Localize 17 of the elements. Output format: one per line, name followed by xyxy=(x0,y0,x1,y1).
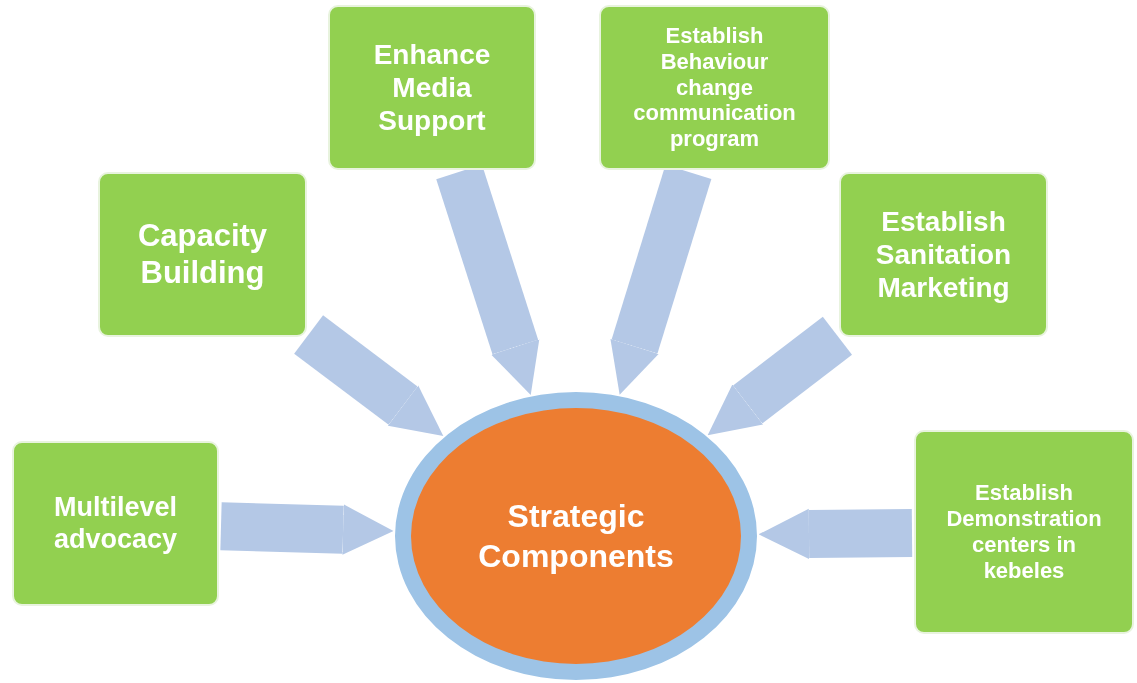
block-arrow xyxy=(294,315,444,436)
block-arrow xyxy=(758,508,913,560)
component-box xyxy=(12,441,219,606)
node-label: Establish Behaviour change communication program xyxy=(632,22,797,153)
node-label: Enhance Media Support xyxy=(372,37,492,138)
block-arrow xyxy=(707,316,852,436)
node-label: Establish Demonstration centers in kebeles xyxy=(946,480,1102,584)
component-box xyxy=(328,5,536,170)
block-arrow xyxy=(220,502,394,555)
component-box xyxy=(599,5,830,170)
component-box xyxy=(839,172,1048,337)
node-label: Multilevel advocacy xyxy=(52,491,179,556)
node-label: Strategic Components xyxy=(477,497,675,576)
node-label: Capacity Building xyxy=(136,217,269,292)
component-box xyxy=(98,172,307,337)
component-box xyxy=(914,430,1134,634)
node-label: Establish Sanitation Marketing xyxy=(874,204,1013,305)
